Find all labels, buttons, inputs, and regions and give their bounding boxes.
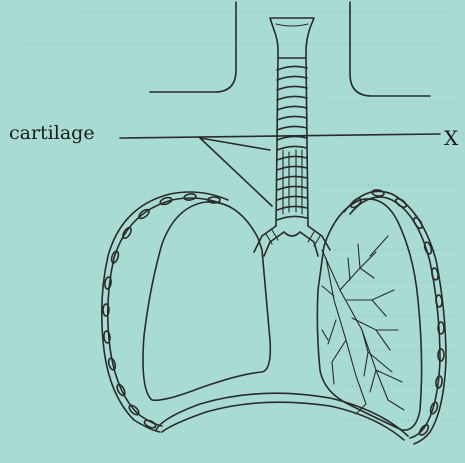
bronchi <box>254 226 330 256</box>
right-rib-cage <box>344 189 446 444</box>
x-label: X <box>444 128 458 148</box>
diaphragm <box>156 393 408 440</box>
right-lung <box>317 199 421 430</box>
cartilage-rings <box>277 66 307 220</box>
cartilage-label: cartilage <box>9 124 95 143</box>
thorax-outline <box>150 2 430 96</box>
larynx <box>270 18 314 58</box>
trachea <box>276 58 308 226</box>
left-lung <box>143 202 270 400</box>
bronchial-tree <box>322 236 404 414</box>
right-rib-links <box>349 189 444 436</box>
left-rib-cage <box>102 192 228 432</box>
